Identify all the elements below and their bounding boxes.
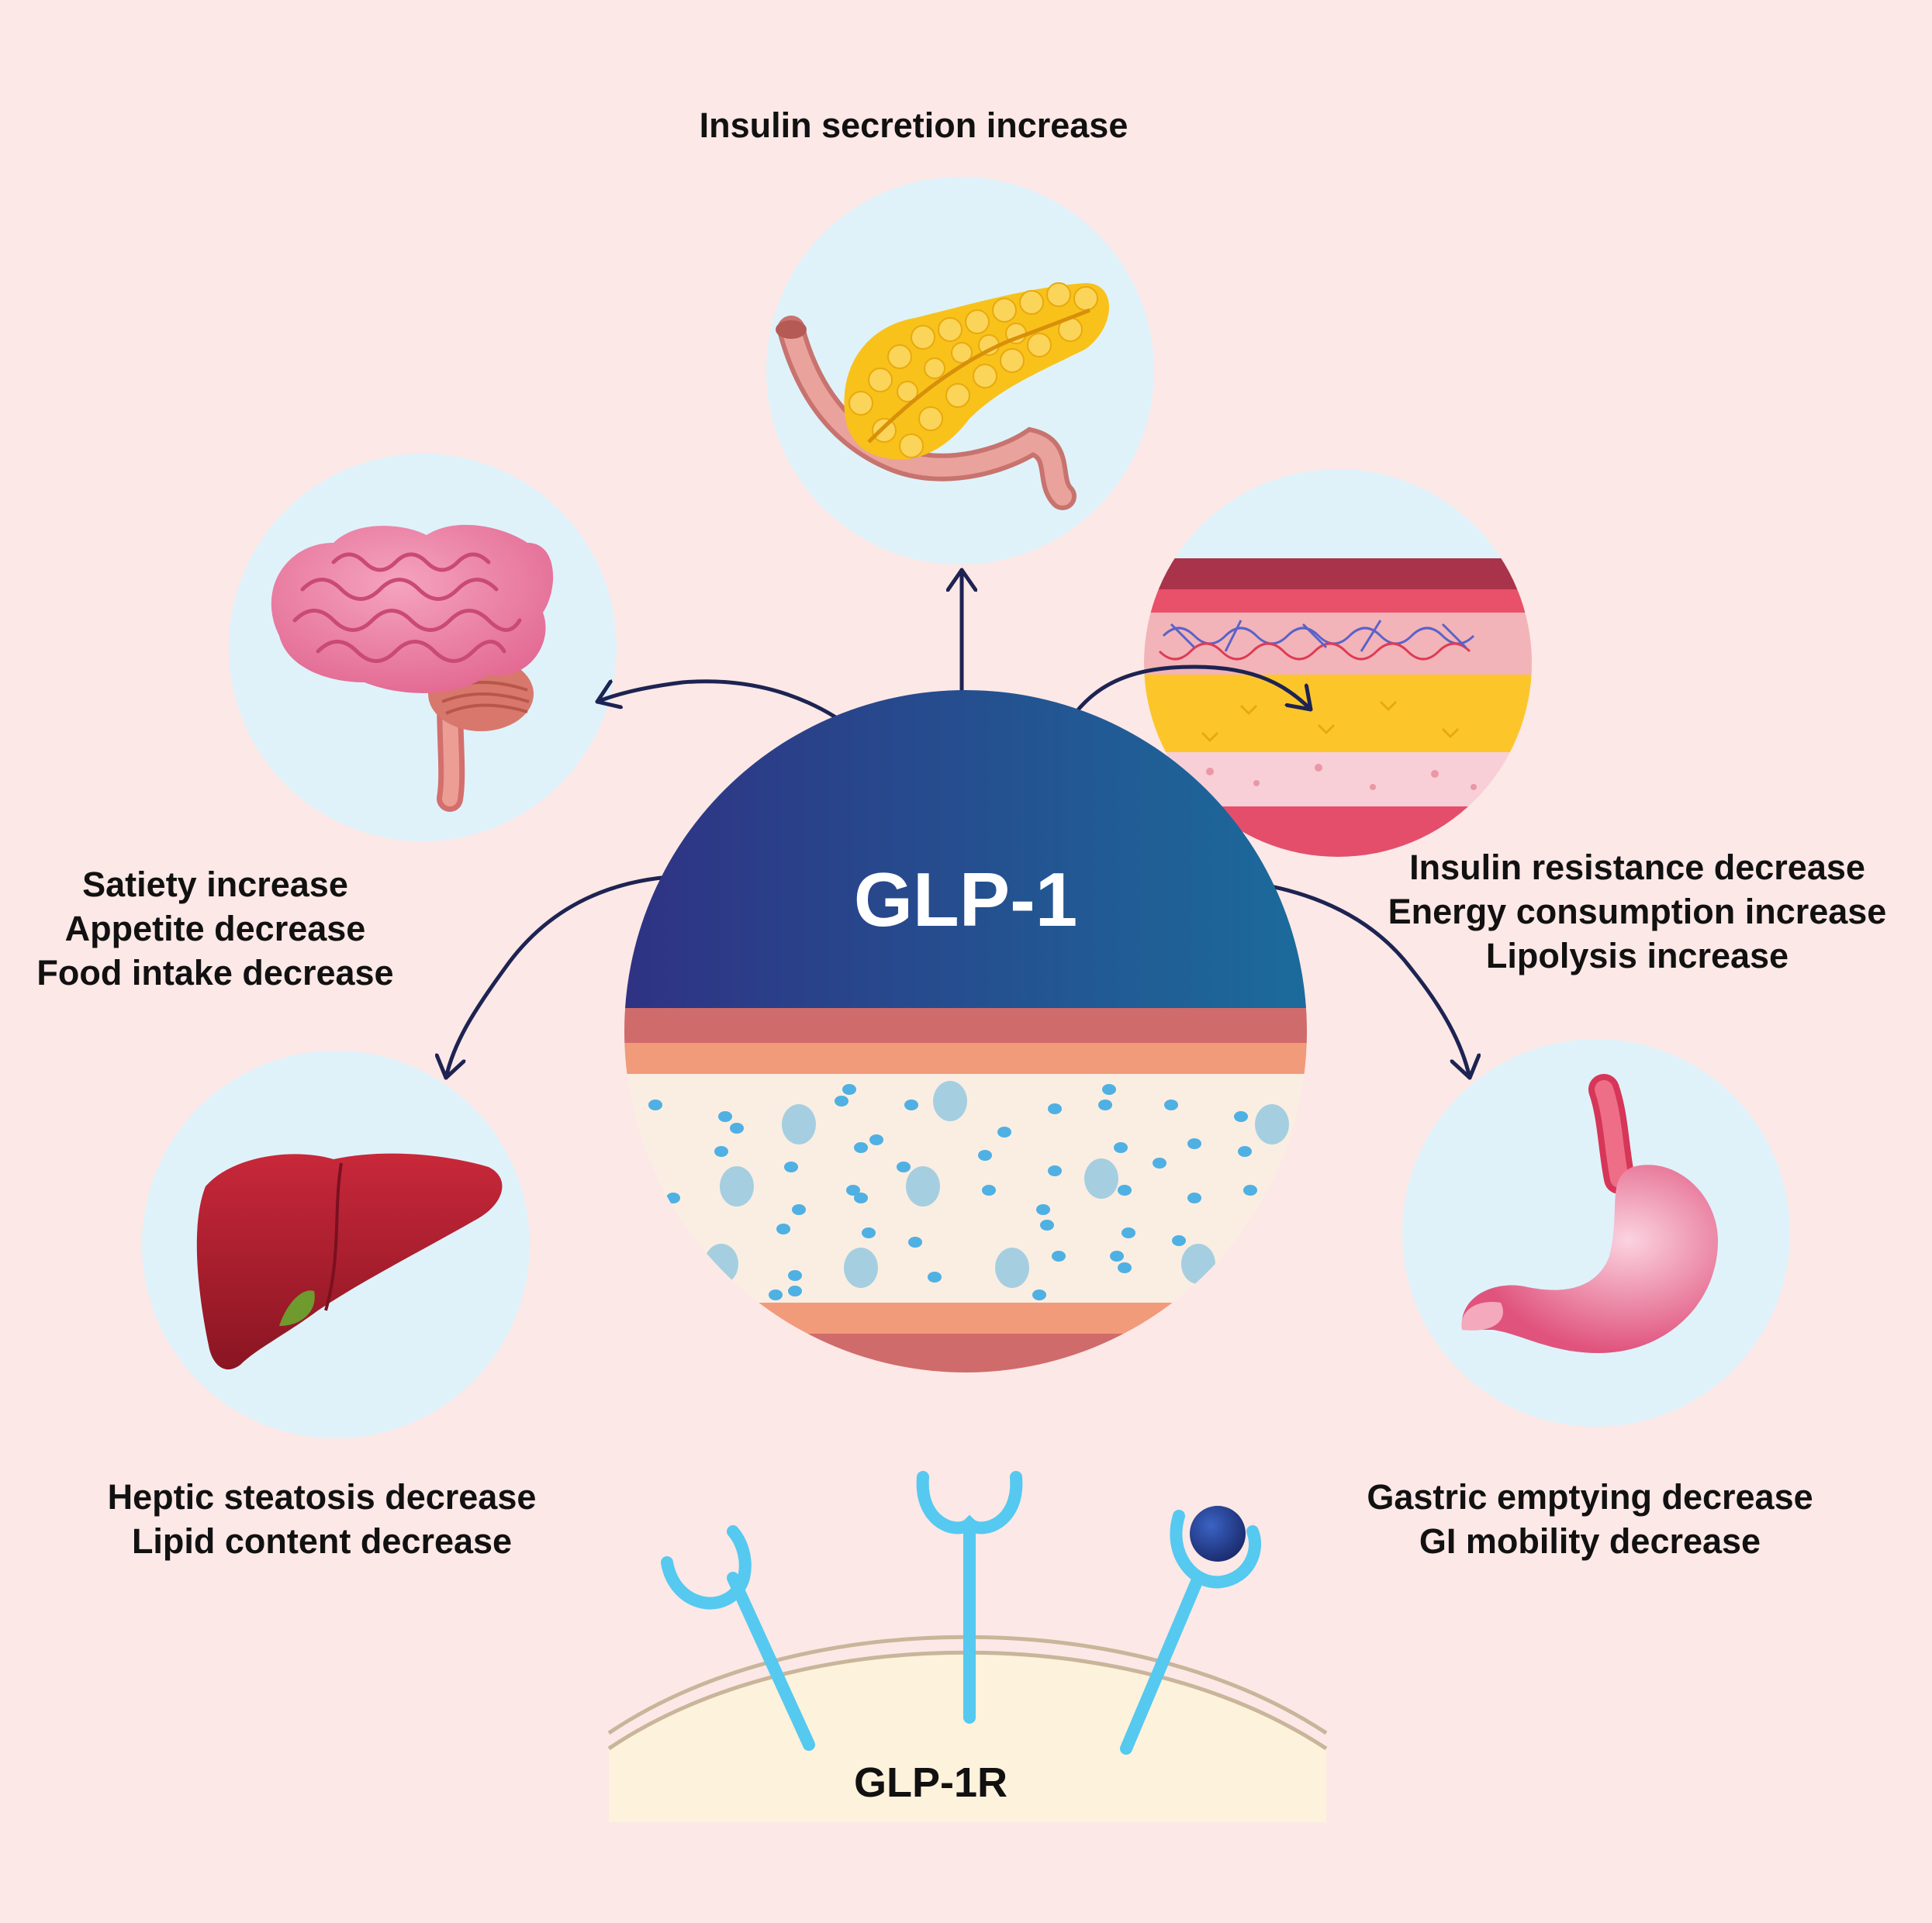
receptor-icon xyxy=(607,1471,1328,1822)
brain-effect-label: Satiety increase Appetite decrease Food … xyxy=(0,862,430,995)
glp1r-label: GLP-1R xyxy=(853,1759,1008,1806)
adipose-effect-label: Insulin resistance decrease Energy consu… xyxy=(1326,845,1932,978)
adipose-effect-line-1: Insulin resistance decrease xyxy=(1409,848,1865,887)
pancreas-effect-line-1: Insulin secretion increase xyxy=(699,105,1128,145)
liver-effect-label: Heptic steatosis decrease Lipid content … xyxy=(62,1475,582,1563)
brain-effect-line-1: Satiety increase xyxy=(82,865,348,904)
brain-effect-line-3: Food intake decrease xyxy=(36,953,394,993)
brain-icon xyxy=(271,524,554,812)
liver-icon xyxy=(196,1153,503,1370)
liver-effect-line-2: Lipid content decrease xyxy=(131,1521,513,1561)
glp1-circle xyxy=(624,690,1307,1372)
stomach-icon xyxy=(1461,1074,1718,1353)
ligand-icon xyxy=(1190,1506,1246,1562)
stomach-effect-line-1: Gastric emptying decrease xyxy=(1367,1477,1813,1517)
stomach-effect-label: Gastric emptying decrease GI mobility de… xyxy=(1319,1475,1861,1563)
adipose-effect-line-2: Energy consumption increase xyxy=(1388,892,1887,931)
pancreas-icon xyxy=(776,282,1109,510)
adipose-effect-line-3: Lipolysis increase xyxy=(1485,936,1789,975)
stomach-effect-line-2: GI mobility decrease xyxy=(1419,1521,1761,1561)
liver-effect-line-1: Heptic steatosis decrease xyxy=(107,1477,537,1517)
brain-effect-line-2: Appetite decrease xyxy=(64,909,366,948)
glp1-title: GLP-1 xyxy=(853,857,1078,942)
